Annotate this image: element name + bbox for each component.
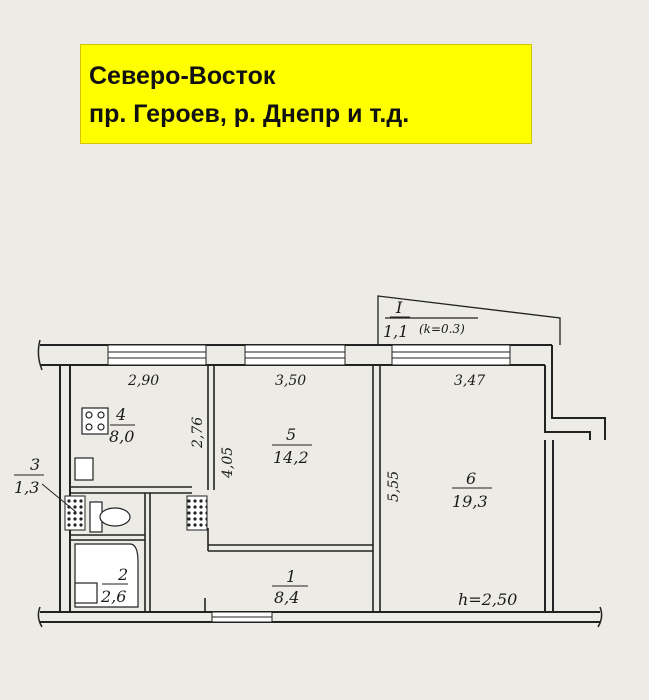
room6-number: 6	[466, 469, 476, 488]
balcony-number: I	[395, 298, 403, 317]
room3-leader	[41, 483, 77, 513]
dim-kitchen-height: 2,76	[190, 417, 206, 449]
banner-line-2: пр. Героев, р. Днепр и т.д.	[89, 100, 410, 128]
balcony-coefficient: (k=0.3)	[419, 322, 465, 336]
dim-room5-height: 4,05	[220, 447, 236, 479]
room5-area: 14,2	[273, 448, 309, 467]
room5-number: 5	[286, 425, 296, 444]
dim-kitchen-width: 2,90	[127, 373, 159, 389]
fixtures	[74, 407, 139, 608]
room6-area: 19,3	[452, 492, 488, 511]
interior-walls	[70, 365, 381, 612]
break-marks	[37, 339, 603, 628]
room1-number: 1	[286, 567, 296, 586]
room3-area: 1,3	[14, 478, 39, 497]
ceiling-height: h=2,50	[458, 590, 517, 609]
vent-shaft-right	[186, 495, 208, 531]
room4-area: 8,0	[109, 427, 134, 446]
banner-line-1: Северо-Восток	[89, 62, 276, 90]
balcony	[377, 295, 561, 345]
dim-room6-width: 3,47	[454, 373, 485, 389]
room3-number: 3	[30, 455, 40, 474]
windows	[107, 344, 511, 623]
room4-number: 4	[115, 405, 126, 424]
room2-area: 2,6	[100, 587, 126, 606]
balcony-area: 1,1	[383, 322, 408, 341]
room1-area: 8,4	[274, 588, 299, 607]
dim-room6-height: 5,55	[386, 471, 402, 502]
room2-number: 2	[117, 565, 128, 584]
location-banner: Северо-Восток пр. Героев, р. Днепр и т.д…	[80, 44, 532, 144]
vent-shaft-left	[64, 495, 86, 531]
dim-room5-width: 3,50	[275, 373, 306, 389]
